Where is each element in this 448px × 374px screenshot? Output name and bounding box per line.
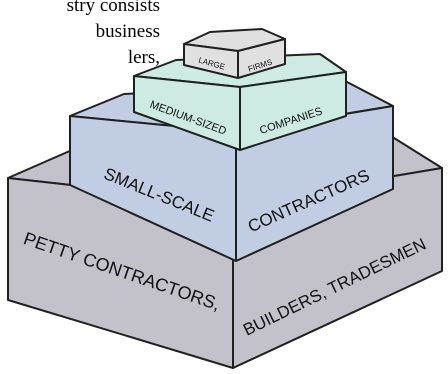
tier-small-scale-contractors: SMALL-SCALE CONTRACTORS — [69, 81, 394, 262]
text-line: lers, — [127, 47, 160, 68]
tier-right-face — [237, 38, 286, 79]
text-line: stry consists — [66, 0, 160, 16]
text-line: business — [95, 21, 160, 42]
tier-large-firms: LARGE FIRMS — [183, 28, 286, 79]
tier-right-face — [239, 71, 347, 151]
